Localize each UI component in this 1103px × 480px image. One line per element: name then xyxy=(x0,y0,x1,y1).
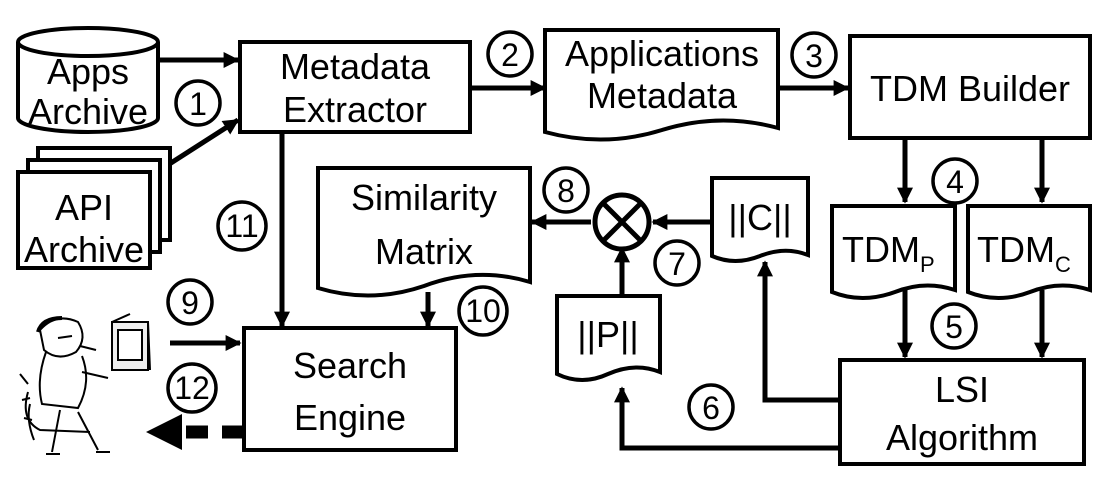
step-4-label: 4 xyxy=(946,164,964,200)
step-1-label: 1 xyxy=(189,86,207,122)
norm-p-label: ||P|| xyxy=(577,314,638,355)
step-6-label: 6 xyxy=(702,390,720,426)
step-7-label: 7 xyxy=(668,246,686,282)
applications-metadata-label-2: Metadata xyxy=(587,75,738,116)
tdm-p-main: TDM xyxy=(842,229,920,270)
connectors xyxy=(146,51,1051,451)
lsi-algorithm-label-1: LSI xyxy=(935,369,989,410)
tdm-c-sub: C xyxy=(1055,252,1071,277)
edge-lsi-to-normp xyxy=(613,386,838,451)
tdm-p-node: TDMP xyxy=(830,204,957,300)
search-engine-node: Search Engine xyxy=(242,326,458,452)
similarity-matrix-label-1: Similarity xyxy=(351,177,497,218)
step-markers: 1 2 3 4 5 6 7 8 xyxy=(166,30,979,431)
user-at-computer-icon xyxy=(19,313,151,455)
tdm-p-label: TDMP xyxy=(842,229,935,277)
step-11-marker: 11 xyxy=(216,200,268,252)
step-12-label: 12 xyxy=(174,370,210,406)
step-5-marker: 5 xyxy=(930,302,978,350)
applications-metadata-label-1: Applications xyxy=(565,33,759,74)
results-arrowhead xyxy=(146,414,182,450)
norm-c-node: ||C|| xyxy=(710,176,810,263)
edge-api-to-extractor xyxy=(158,117,240,173)
applications-metadata-node: Applications Metadata xyxy=(543,28,780,142)
metadata-extractor-label-1: Metadata xyxy=(280,46,431,87)
lsi-algorithm-label-2: Algorithm xyxy=(886,417,1038,458)
norm-c-label: ||C|| xyxy=(728,197,791,238)
step-9-marker: 9 xyxy=(166,278,214,326)
step-4-marker: 4 xyxy=(931,157,979,205)
tdm-c-node: TDMC xyxy=(966,204,1092,300)
step-12-marker: 12 xyxy=(166,362,218,414)
norm-p-node: ||P|| xyxy=(555,294,662,382)
circled-times-icon xyxy=(592,192,652,252)
step-3-label: 3 xyxy=(805,38,823,74)
apps-archive-node: Apps Archive xyxy=(16,26,160,134)
step-9-label: 9 xyxy=(181,285,199,321)
step-2-label: 2 xyxy=(501,37,519,73)
tdm-c-main: TDM xyxy=(977,229,1055,270)
tdm-c-label: TDMC xyxy=(977,229,1071,277)
apps-archive-label-1: Apps xyxy=(47,51,129,92)
apps-archive-label-2: Archive xyxy=(28,91,148,132)
api-archive-label-1: API xyxy=(55,187,113,228)
step-2-marker: 2 xyxy=(486,30,534,78)
step-6-marker: 6 xyxy=(687,383,735,431)
metadata-extractor-node: Metadata Extractor xyxy=(238,40,472,134)
api-archive-label-2: Archive xyxy=(24,229,144,270)
metadata-extractor-label-2: Extractor xyxy=(283,89,427,130)
step-10-marker: 10 xyxy=(457,285,509,337)
tdm-p-sub: P xyxy=(920,252,935,277)
search-engine-label-1: Search xyxy=(293,345,407,386)
search-engine-label-2: Engine xyxy=(294,397,406,438)
step-7-marker: 7 xyxy=(653,239,701,287)
api-archive-node: API Archive xyxy=(16,146,172,270)
tdm-builder-label: TDM Builder xyxy=(870,68,1070,109)
similarity-matrix-label-2: Matrix xyxy=(375,231,473,272)
step-5-label: 5 xyxy=(945,309,963,345)
step-8-label: 8 xyxy=(557,173,575,209)
step-11-label: 11 xyxy=(225,208,258,244)
step-10-label: 10 xyxy=(465,293,501,329)
lsi-algorithm-node: LSI Algorithm xyxy=(838,358,1086,466)
step-8-marker: 8 xyxy=(542,166,590,214)
step-1-marker: 1 xyxy=(174,79,222,127)
edge-lsi-to-normc xyxy=(756,260,838,403)
step-3-marker: 3 xyxy=(790,31,838,79)
tdm-builder-node: TDM Builder xyxy=(848,34,1092,140)
similarity-matrix-node: Similarity Matrix xyxy=(316,166,532,298)
